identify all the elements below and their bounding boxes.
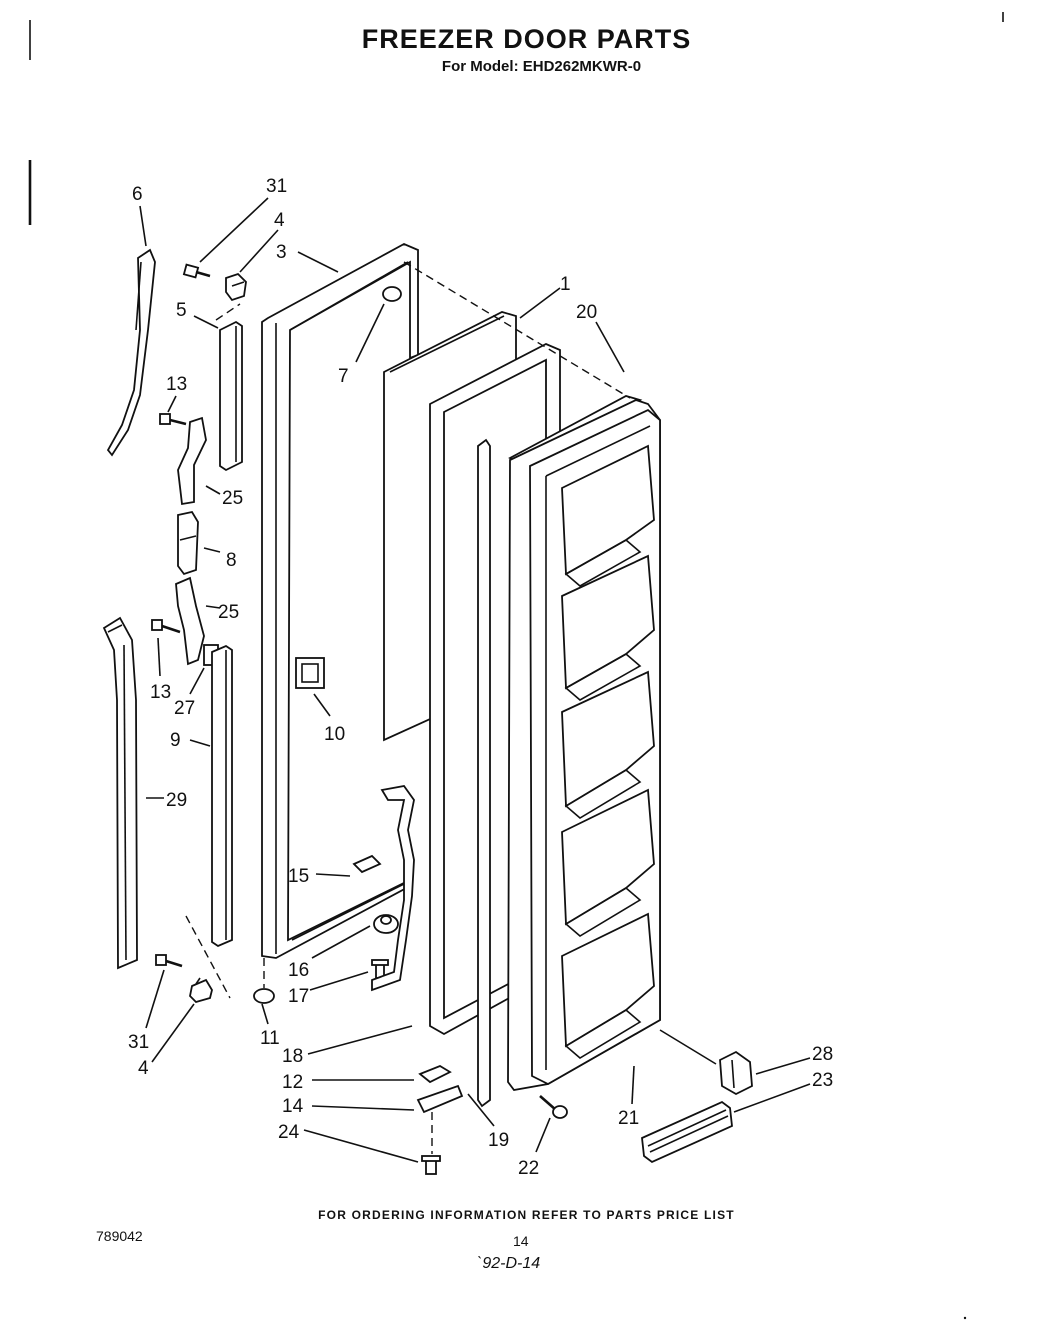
part-3-outer-door-panel bbox=[261, 243, 419, 959]
liner-s-bracket bbox=[371, 785, 415, 992]
callout-23: 23 bbox=[812, 1070, 833, 1091]
part-22-screw bbox=[539, 1095, 568, 1119]
shelf-recess-3 bbox=[561, 670, 655, 819]
callout-4-top: 4 bbox=[274, 210, 285, 231]
page-title: FREEZER DOOR PARTS bbox=[361, 24, 692, 54]
part-12-clip bbox=[418, 1064, 452, 1084]
ordering-info: FOR ORDERING INFORMATION REFER TO PARTS … bbox=[318, 1208, 735, 1222]
doc-number: 789042 bbox=[96, 1228, 143, 1244]
part-10-label bbox=[295, 657, 325, 689]
page-number: 14 bbox=[513, 1233, 529, 1249]
callout-16: 16 bbox=[288, 960, 309, 981]
callout-5: 5 bbox=[176, 300, 187, 321]
callout-3: 3 bbox=[276, 242, 287, 263]
callout-4-bottom: 4 bbox=[138, 1058, 149, 1079]
callout-25-lower: 25 bbox=[218, 602, 239, 623]
callout-13-upper: 13 bbox=[166, 374, 187, 395]
part-6-upper-trim bbox=[106, 248, 156, 457]
part-9-lower-bracket bbox=[185, 644, 233, 999]
callout-labels: 6 31 4 3 1 20 7 5 13 25 8 25 13 27 10 9 … bbox=[128, 176, 833, 1179]
callout-31-top: 31 bbox=[266, 176, 287, 197]
callout-18: 18 bbox=[282, 1046, 303, 1067]
callout-9: 9 bbox=[170, 730, 181, 751]
model-subtitle: For Model: EHD262MKWR-0 bbox=[441, 58, 642, 75]
part-19-strip bbox=[477, 438, 491, 1108]
callout-17: 17 bbox=[288, 986, 309, 1007]
callout-10: 10 bbox=[324, 724, 345, 745]
callout-20: 20 bbox=[576, 302, 597, 323]
callout-11: 11 bbox=[260, 1028, 280, 1049]
leader-lines bbox=[139, 197, 811, 1163]
callout-25-upper: 25 bbox=[222, 488, 243, 509]
part-4-bottom-block bbox=[189, 977, 213, 1004]
shelf-recess-5 bbox=[561, 912, 655, 1059]
part-7-bumper bbox=[382, 286, 402, 302]
screw-31-bottom bbox=[155, 954, 183, 968]
shelf-recess-2 bbox=[561, 554, 655, 701]
callout-1: 1 bbox=[560, 274, 571, 295]
part-28-end-cap bbox=[719, 1050, 753, 1096]
callout-13-lower: 13 bbox=[150, 682, 171, 703]
callout-24: 24 bbox=[278, 1122, 300, 1143]
part-21-inner-liner bbox=[507, 399, 661, 1091]
screw-31-top bbox=[182, 263, 211, 279]
callout-19: 19 bbox=[488, 1130, 509, 1151]
shelf-recess-4 bbox=[561, 788, 655, 937]
part-24-screw bbox=[421, 1155, 441, 1175]
part-16-plug bbox=[373, 914, 399, 934]
handwritten-date: `92-D-14 bbox=[477, 1255, 541, 1272]
callout-12: 12 bbox=[282, 1072, 303, 1093]
screw-13-upper bbox=[159, 413, 187, 426]
callout-21: 21 bbox=[618, 1108, 639, 1129]
callout-8: 8 bbox=[226, 550, 237, 571]
callout-14: 14 bbox=[282, 1096, 304, 1117]
scan-dot bbox=[963, 1316, 967, 1320]
callout-28: 28 bbox=[812, 1044, 833, 1065]
part-4-top-block bbox=[225, 272, 247, 302]
part-29-lower-trim bbox=[102, 616, 138, 970]
part-8-hinge-cover bbox=[177, 510, 199, 576]
part-5-upper-bracket bbox=[215, 303, 243, 472]
callout-27: 27 bbox=[174, 698, 195, 719]
part-25-upper-hinge bbox=[177, 416, 207, 506]
callout-31-bottom: 31 bbox=[128, 1032, 149, 1053]
callout-7: 7 bbox=[338, 366, 349, 387]
callout-6: 6 bbox=[132, 184, 143, 205]
callout-22: 22 bbox=[518, 1158, 539, 1179]
part-25-lower-hinge bbox=[175, 576, 205, 666]
part-14-bracket bbox=[416, 1084, 464, 1154]
part-11-washer bbox=[253, 958, 275, 1004]
callout-15: 15 bbox=[288, 866, 309, 887]
shelf-recess-1 bbox=[561, 444, 655, 587]
screw-13-lower bbox=[151, 619, 181, 634]
callout-29: 29 bbox=[166, 790, 187, 811]
part-15-clip bbox=[352, 854, 382, 874]
part-23-handle bbox=[641, 1100, 733, 1164]
